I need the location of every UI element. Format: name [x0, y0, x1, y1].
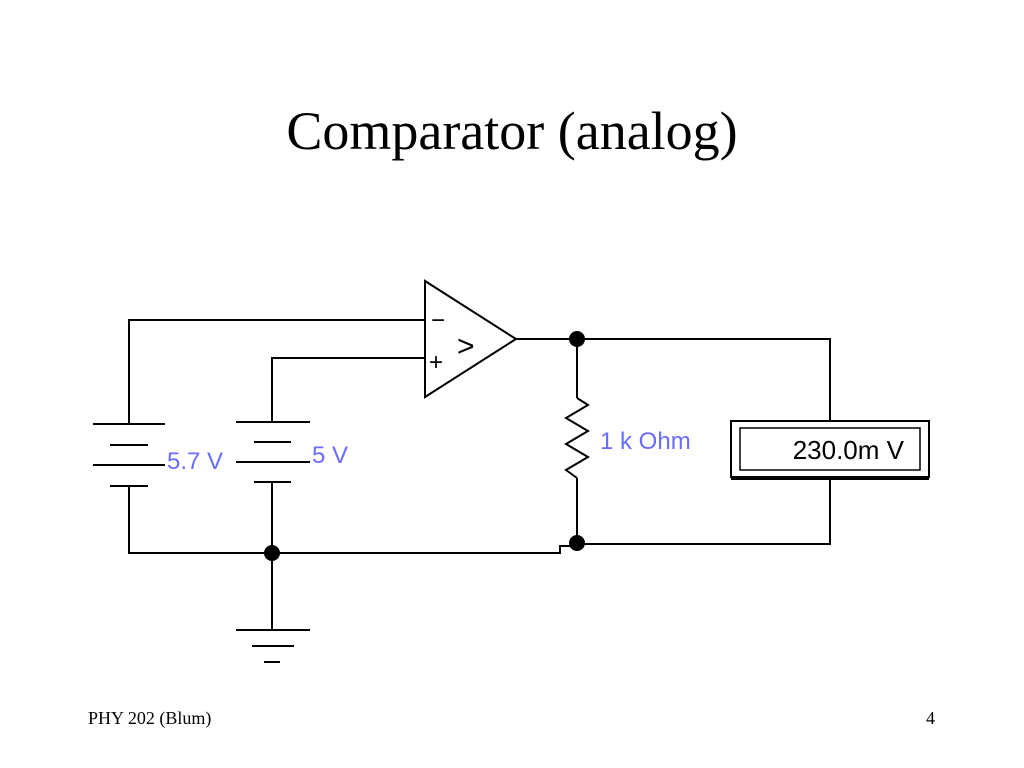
node-bottom-right	[569, 535, 585, 551]
voltmeter-icon: 230.0m V	[730, 420, 930, 480]
wire-ground-bus	[272, 545, 577, 554]
battery-5-7v	[93, 423, 165, 487]
resistor-icon	[564, 397, 590, 479]
battery2-label: 5 V	[312, 442, 348, 469]
footer-course: PHY 202 (Blum)	[88, 708, 212, 728]
ground-icon	[236, 629, 310, 663]
node-ground	[264, 545, 280, 561]
page-number: 4	[926, 708, 935, 728]
slide-title: Comparator (analog)	[286, 101, 738, 161]
node-output	[569, 331, 585, 347]
voltmeter-reading: 230.0m V	[793, 435, 905, 465]
battery-5v	[236, 421, 310, 483]
wire-output	[516, 338, 831, 421]
resistor-label: 1 k Ohm	[600, 428, 691, 455]
wire-voltmeter-return	[577, 477, 831, 545]
opamp-plus-label: +	[429, 349, 443, 376]
opamp-minus-label: −	[431, 307, 445, 334]
opamp-comparator-symbol: >	[457, 330, 475, 363]
wire-minus-input	[128, 319, 425, 424]
battery1-label: 5.7 V	[167, 448, 223, 475]
wire-battery1-bottom	[128, 486, 272, 554]
op-amp-icon: − + >	[424, 279, 518, 399]
wire-plus-input	[271, 357, 425, 422]
